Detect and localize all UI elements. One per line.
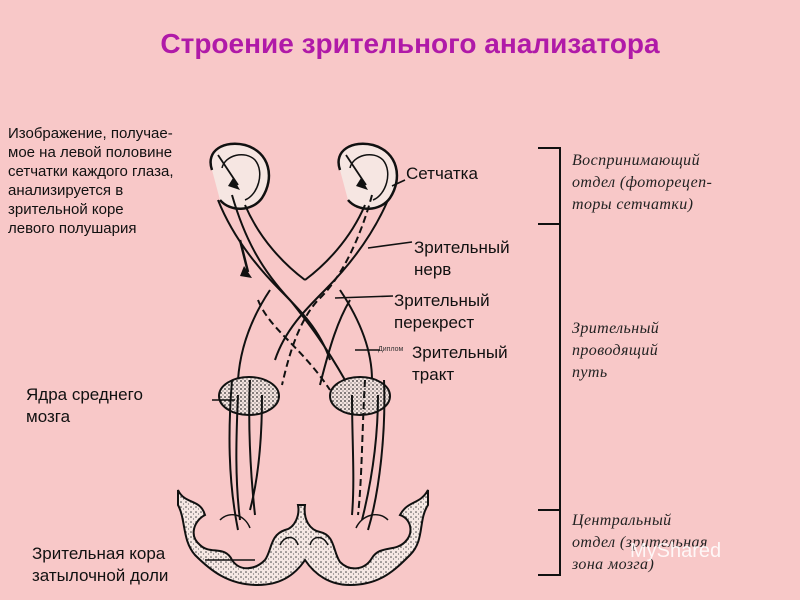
optic-tract-label-line: Зрительный xyxy=(412,342,508,364)
left-eye xyxy=(211,144,269,209)
watermark: MyShared xyxy=(630,540,721,563)
conducting-section-line: путь xyxy=(572,362,659,384)
left-note-line: левого полушария xyxy=(8,219,174,238)
right-midbrain-nucleus xyxy=(330,377,390,415)
optic-nerve-label-line: нерв xyxy=(414,259,510,281)
optic-nerve-label: Зрительный нерв xyxy=(414,237,510,281)
small-overlay-text: Диплом xyxy=(378,346,403,353)
optic-tract-label-line: тракт xyxy=(412,364,508,386)
receptive-section-line: Воспринимающий xyxy=(572,150,712,172)
optic-tract-label: Зрительный тракт xyxy=(412,342,508,386)
midbrain-nuclei-label-line: мозга xyxy=(26,406,143,428)
left-note-line: сетчатки каждого глаза, xyxy=(8,162,174,181)
visual-cortex-label-line: затылочной доли xyxy=(32,565,168,587)
left-note-line: зрительной коре xyxy=(8,200,174,219)
section-brackets xyxy=(538,148,560,575)
receptive-section-line: торы сетчатки) xyxy=(572,194,712,216)
conducting-section-label: Зрительный проводящий путь xyxy=(572,318,659,384)
right-eye xyxy=(339,144,397,209)
chiasm-label: Зрительный перекрест xyxy=(394,290,490,334)
occipital-cortex xyxy=(178,490,428,585)
left-note-line: анализируется в xyxy=(8,181,174,200)
midbrain-nuclei-label: Ядра среднего мозга xyxy=(26,384,143,428)
optic-pathways xyxy=(218,195,388,390)
receptive-section-label: Воспринимающий отдел (фоторецеп- торы се… xyxy=(572,150,712,216)
receptive-section-line: отдел (фоторецеп- xyxy=(572,172,712,194)
left-note-line: мое на левой половине xyxy=(8,143,174,162)
conducting-section-line: проводящий xyxy=(572,340,659,362)
chiasm-label-line: Зрительный xyxy=(394,290,490,312)
conducting-section-line: Зрительный xyxy=(572,318,659,340)
central-section-line: Центральный xyxy=(572,510,708,532)
left-note-line: Изображение, получае- xyxy=(8,124,174,143)
left-note: Изображение, получае- мое на левой полов… xyxy=(8,124,174,238)
optic-nerve-label-line: Зрительный xyxy=(414,237,510,259)
midbrain-nuclei-label-line: Ядра среднего xyxy=(26,384,143,406)
visual-cortex-label: Зрительная кора затылочной доли xyxy=(32,543,168,587)
visual-cortex-label-line: Зрительная кора xyxy=(32,543,168,565)
retina-label: Сетчатка xyxy=(406,163,478,185)
chiasm-label-line: перекрест xyxy=(394,312,490,334)
